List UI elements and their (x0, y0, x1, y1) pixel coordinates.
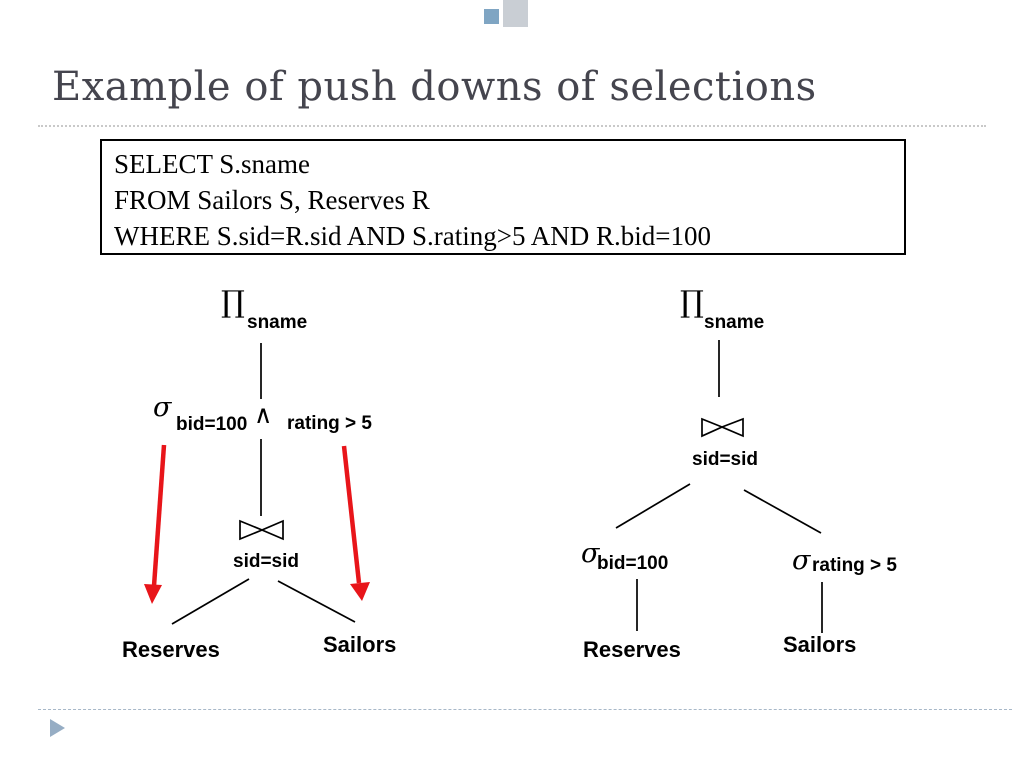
title-divider (38, 125, 986, 127)
next-slide-arrow-icon[interactable] (50, 719, 65, 737)
project-icon-left-tree: ∏ (221, 285, 245, 320)
project-attr-left-tree: sname (247, 312, 308, 333)
pushdown-arrow-right-head (350, 582, 370, 601)
edge-right-join-to-select-left (615, 483, 691, 529)
join-cond-left-tree: sid=sid (233, 551, 299, 572)
edge-left-join-to-sailors (277, 580, 356, 623)
deco-square-gray (503, 0, 528, 27)
select-icon-bid-right-tree: σ (581, 538, 600, 569)
deco-square-blue (484, 9, 499, 24)
join-cond-right-tree: sid=sid (692, 449, 758, 470)
sql-select-line: SELECT S.sname (114, 149, 311, 179)
join-bowtie-icon-left-tree (239, 519, 284, 541)
join-bowtie-icon-right-tree (701, 417, 744, 438)
sql-from-line: FROM Sailors S, Reserves R (114, 185, 430, 215)
pushdown-arrow-right-shaft (341, 445, 362, 584)
select-cond-bid-right-tree: bid=100 (597, 553, 669, 574)
select-cond-rating-right-tree: rating > 5 (812, 555, 897, 576)
relation-reserves-right-tree: Reserves (583, 637, 681, 662)
select-cond-rating-left-tree: rating > 5 (287, 413, 372, 434)
relation-sailors-right-tree: Sailors (783, 632, 857, 657)
edge-left-join-to-reserves (171, 578, 250, 625)
select-cond-bid-left-tree: bid=100 (176, 414, 248, 435)
relation-reserves-left-tree: Reserves (122, 637, 220, 662)
sql-query-box: SELECT S.sname FROM Sailors S, Reserves … (100, 139, 906, 255)
pushdown-arrow-left-head (144, 584, 162, 604)
slide-title: Example of push downs of selections (52, 64, 817, 110)
sql-where-line: WHERE S.sid=R.sid AND S.rating>5 AND R.b… (114, 221, 711, 251)
project-attr-right-tree: sname (704, 312, 765, 333)
select-icon-rating-right-tree: σ (792, 545, 811, 576)
and-icon-left-tree: ∧ (254, 400, 273, 429)
select-icon-left-tree: σ (153, 392, 172, 423)
relation-sailors-left-tree: Sailors (323, 632, 397, 657)
footer-divider (38, 709, 1012, 710)
project-icon-right-tree: ∏ (680, 285, 704, 320)
edge-right-join-to-select-right (743, 489, 822, 534)
pushdown-arrow-left-shaft (151, 444, 167, 587)
